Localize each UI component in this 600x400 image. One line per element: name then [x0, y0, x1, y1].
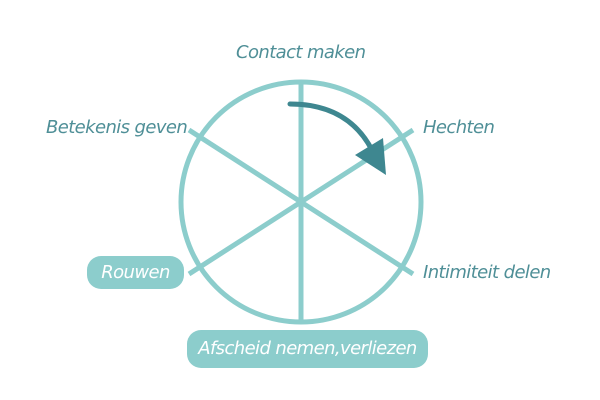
- direction-arrow-head: [355, 138, 386, 175]
- stage-label-intimiteit-delen: Intimiteit delen: [423, 262, 551, 283]
- stage-label-contact-maken: Contact maken: [236, 42, 366, 63]
- stage-pill-rouwen: Rouwen: [87, 256, 184, 289]
- spoke-upper-left-to-lower-right: [187, 127, 415, 277]
- stage-label-hechten: Hechten: [423, 117, 495, 138]
- stage-pill-afscheid-nemen: Afscheid nemen,verliezen: [187, 330, 428, 368]
- direction-arrow-shaft: [287, 101, 375, 153]
- stage-label-betekenis-geven: Betekenis geven: [46, 117, 188, 138]
